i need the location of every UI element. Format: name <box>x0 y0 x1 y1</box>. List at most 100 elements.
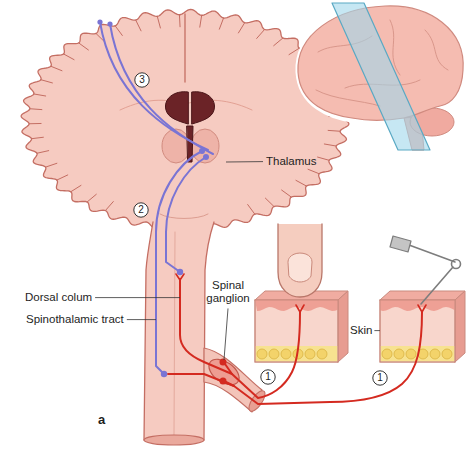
sulcus <box>51 66 62 70</box>
neuron-body <box>161 371 167 377</box>
sulcus <box>308 169 319 173</box>
neuron-body <box>177 269 183 275</box>
thalamus-nucleus <box>191 129 219 163</box>
callout-outline <box>135 73 149 87</box>
ganglion-cell <box>220 378 227 385</box>
sulcus <box>265 198 274 206</box>
neuron-body <box>203 154 209 160</box>
skin-side <box>338 291 348 362</box>
neuron-body <box>199 148 205 154</box>
callout-number: 1 <box>265 372 271 382</box>
sulcus <box>115 26 122 36</box>
leader-line <box>127 319 156 320</box>
part-label: Dorsal colum <box>25 291 92 304</box>
sulcus <box>157 16 160 28</box>
section-plane <box>332 3 430 150</box>
cortex-ending <box>97 19 102 24</box>
leader-line <box>226 161 263 162</box>
fingernail <box>288 253 312 282</box>
sulcus <box>318 157 330 160</box>
lemniscal-fiber <box>166 157 206 272</box>
callout-number: 2 <box>138 205 144 215</box>
fat-cell <box>305 349 315 359</box>
pin-arm <box>409 245 455 262</box>
median-fissure <box>174 232 175 436</box>
fat-cell <box>257 349 267 359</box>
sulcus <box>37 151 49 154</box>
inset-gyrus <box>316 90 380 106</box>
thalamocortical-fiber <box>100 22 208 150</box>
sulcus <box>30 108 42 110</box>
leader-line <box>224 308 228 360</box>
fat-cell <box>269 349 279 359</box>
fat-cell <box>406 349 416 359</box>
dermis <box>380 300 455 362</box>
pin-clasp <box>390 236 411 252</box>
leader-line <box>374 330 380 331</box>
sulcus <box>87 194 96 202</box>
sulcus <box>200 15 202 27</box>
sulcus <box>136 20 141 31</box>
sulcus <box>29 123 41 124</box>
lateral-ventricle <box>166 92 188 124</box>
callout-outline <box>373 371 387 385</box>
fat-cell <box>317 349 327 359</box>
sulcus <box>219 18 223 29</box>
pin-point <box>421 267 453 304</box>
callout-outline <box>134 203 148 217</box>
skin-outline <box>380 300 455 362</box>
pin-coil <box>452 260 461 269</box>
callout-circle: 2 <box>133 202 149 218</box>
callout-circle: 1 <box>372 370 388 386</box>
ganglion-stalk <box>226 382 234 386</box>
fat-cell <box>281 349 291 359</box>
cord-cut <box>144 435 204 445</box>
fat-cell <box>382 349 392 359</box>
sulcus <box>238 23 244 33</box>
leader-line <box>95 297 180 298</box>
sulcus <box>105 202 113 211</box>
sulcus <box>71 185 81 191</box>
sulcus <box>324 144 336 146</box>
skin-surface <box>380 291 465 300</box>
sulcus <box>41 80 53 83</box>
fat-cell <box>430 349 440 359</box>
callout-circle: 1 <box>260 369 276 385</box>
sulcus <box>79 43 89 50</box>
sulcus <box>257 29 265 38</box>
sulcus <box>274 38 283 46</box>
part-label: Thalamus <box>266 155 317 168</box>
afferent-fiber <box>180 280 300 398</box>
lateral-ventricle <box>192 92 214 124</box>
cord-edge <box>204 222 214 440</box>
sulcus <box>328 130 340 132</box>
skin-side <box>455 291 465 362</box>
sulcus <box>289 48 299 54</box>
sulcus <box>64 54 75 60</box>
thalamus-nucleus <box>162 129 190 163</box>
fat-cell <box>394 349 404 359</box>
ganglion-stalk <box>225 364 232 374</box>
sulcus <box>34 94 46 96</box>
receptor-ending <box>296 305 304 312</box>
callout-number: 1 <box>377 373 383 383</box>
inset-gyrus <box>425 30 448 70</box>
thalamocortical-fiber <box>110 24 213 154</box>
sulcus <box>296 180 307 186</box>
afferent-fiber <box>168 312 422 404</box>
callout-circle: 3 <box>134 72 150 88</box>
sulcus <box>57 175 68 180</box>
finger <box>278 224 322 297</box>
longitudinal-fissure <box>184 14 185 82</box>
sulcus <box>31 137 43 138</box>
sulcus <box>46 163 57 167</box>
nerve-cut <box>246 388 268 413</box>
part-label: Skin <box>350 324 372 337</box>
part-label: Spinothalamic tract <box>26 313 124 326</box>
receptor-ending <box>418 305 426 312</box>
sulcus <box>248 205 255 215</box>
skin-block <box>255 291 348 362</box>
part-label: Spinal ganglion <box>200 279 256 305</box>
